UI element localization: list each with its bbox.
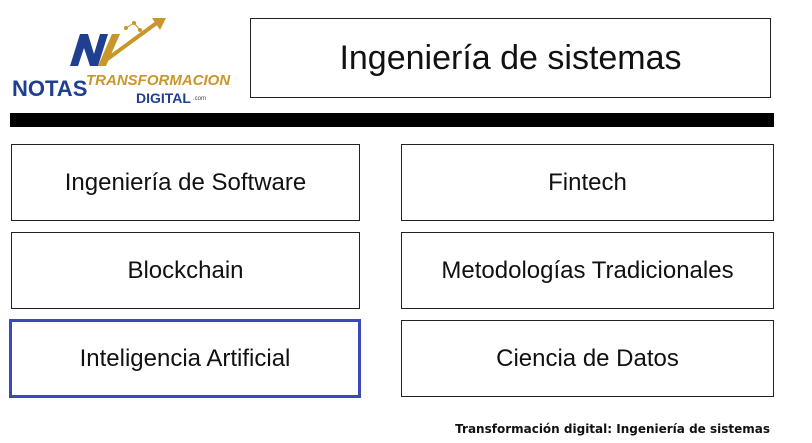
header-divider [10, 113, 774, 127]
logo-text-digital: DIGITAL [136, 90, 191, 106]
tile-ciencia-datos[interactable]: Ciencia de Datos [401, 320, 774, 397]
page-title: Ingeniería de sistemas [339, 38, 682, 77]
tile-blockchain[interactable]: Blockchain [11, 232, 360, 309]
tile-inteligencia-artificial[interactable]: Inteligencia Artificial [9, 319, 361, 398]
tile-metodologias-tradicionales[interactable]: Metodologías Tradicionales [401, 232, 774, 309]
tile-label: Ciencia de Datos [496, 344, 679, 372]
page-title-box: Ingeniería de sistemas [250, 18, 771, 98]
tile-fintech[interactable]: Fintech [401, 144, 774, 221]
tile-label: Metodologías Tradicionales [441, 256, 734, 284]
tile-label: Inteligencia Artificial [79, 344, 291, 372]
tile-label: Fintech [548, 168, 627, 196]
logo-text-notas: NOTAS [12, 76, 88, 101]
tile-ingenieria-software[interactable]: Ingeniería de Software [11, 144, 360, 221]
footer-caption: Transformación digital: Ingeniería de si… [455, 422, 770, 436]
tile-label: Blockchain [127, 256, 244, 284]
logo-text-suffix: .com [193, 96, 207, 102]
logo-emblem-icon [70, 18, 166, 66]
tile-label: Ingeniería de Software [64, 168, 307, 196]
site-logo: NOTAS TRANSFORMACION DIGITAL .com [8, 14, 231, 106]
logo-text-transformacion: TRANSFORMACION [86, 72, 231, 89]
